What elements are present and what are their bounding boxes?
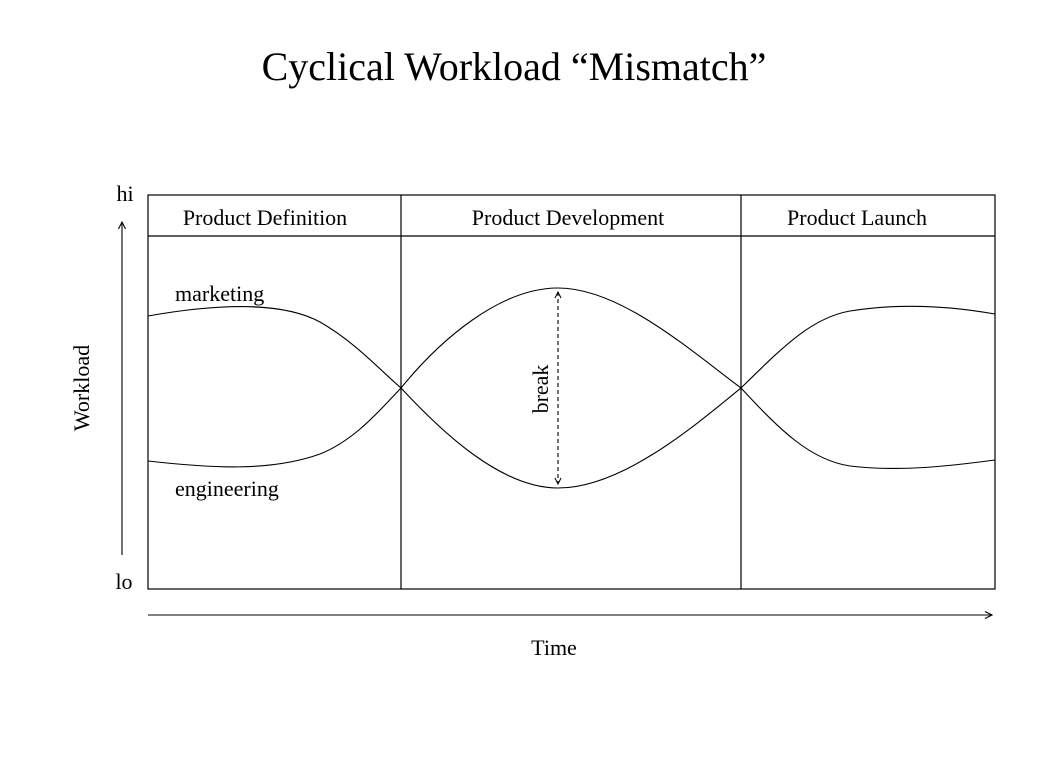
engineering-label: engineering (175, 476, 279, 501)
engineering-curve (147, 387, 996, 489)
y-lo-label: lo (115, 569, 132, 594)
break-label: break (528, 365, 553, 414)
x-axis-label: Time (531, 635, 577, 660)
phase-label-definition: Product Definition (183, 205, 347, 230)
marketing-label: marketing (175, 281, 264, 306)
y-hi-label: hi (116, 181, 133, 206)
phase-label-development: Product Development (472, 205, 664, 230)
diagram-title: Cyclical Workload “Mismatch” (262, 44, 767, 89)
diagram-frame (147, 194, 996, 590)
phase-label-launch: Product Launch (787, 205, 927, 230)
marketing-curve (147, 287, 996, 389)
y-axis-label: Workload (69, 345, 94, 431)
